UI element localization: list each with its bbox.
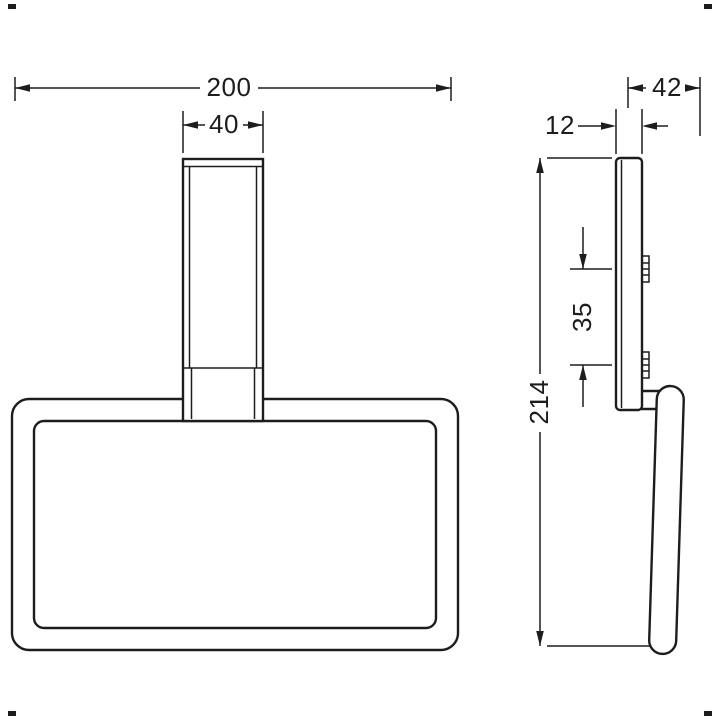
dim-label-overall-height: 214 <box>524 380 554 425</box>
towel-ring-profile <box>647 384 685 656</box>
screw-boss-top <box>641 255 650 283</box>
corner-mark-top-right <box>704 4 712 9</box>
arrowhead-down <box>536 631 544 646</box>
dimension-hole-spacing: 35 <box>567 227 612 407</box>
arrowhead-up <box>536 158 544 173</box>
wall-plate-profile <box>614 156 644 412</box>
arrowhead-right <box>436 84 451 92</box>
screw-boss-bottom <box>641 351 650 379</box>
dim-label-bar-depth: 12 <box>545 110 575 140</box>
arrowhead-left <box>642 122 657 130</box>
corner-mark-top-left <box>8 4 16 9</box>
mounting-bar <box>181 157 265 423</box>
dimension-overall-depth: 42 <box>627 72 701 136</box>
dim-label-overall-width: 200 <box>207 72 252 102</box>
towel-ring-inner-edge <box>32 419 438 630</box>
side-view: 42 12 35 <box>524 72 701 656</box>
dim-label-overall-depth: 42 <box>652 72 682 102</box>
arrowhead-right <box>248 121 263 129</box>
dim-label-bar-width: 40 <box>209 109 239 139</box>
arrowhead-left <box>15 84 30 92</box>
arrowhead-left <box>628 84 643 92</box>
arrowhead-right <box>601 122 616 130</box>
corner-marks <box>8 4 712 716</box>
dimension-overall-height: 214 <box>524 157 650 647</box>
corner-mark-bottom-left <box>8 711 16 716</box>
dim-label-hole-spacing: 35 <box>567 302 597 332</box>
arrowhead-up <box>579 365 587 380</box>
arrowhead-right <box>685 84 700 92</box>
dimension-bar-width: 40 <box>182 109 264 153</box>
arrowhead-left <box>183 121 198 129</box>
arrowhead-down <box>579 254 587 269</box>
dimension-bar-depth: 12 <box>545 109 668 154</box>
corner-mark-bottom-right <box>704 711 712 716</box>
dimension-overall-width: 200 <box>14 72 452 102</box>
front-view: 200 40 <box>10 72 460 652</box>
mounting-bar-details <box>183 165 263 419</box>
